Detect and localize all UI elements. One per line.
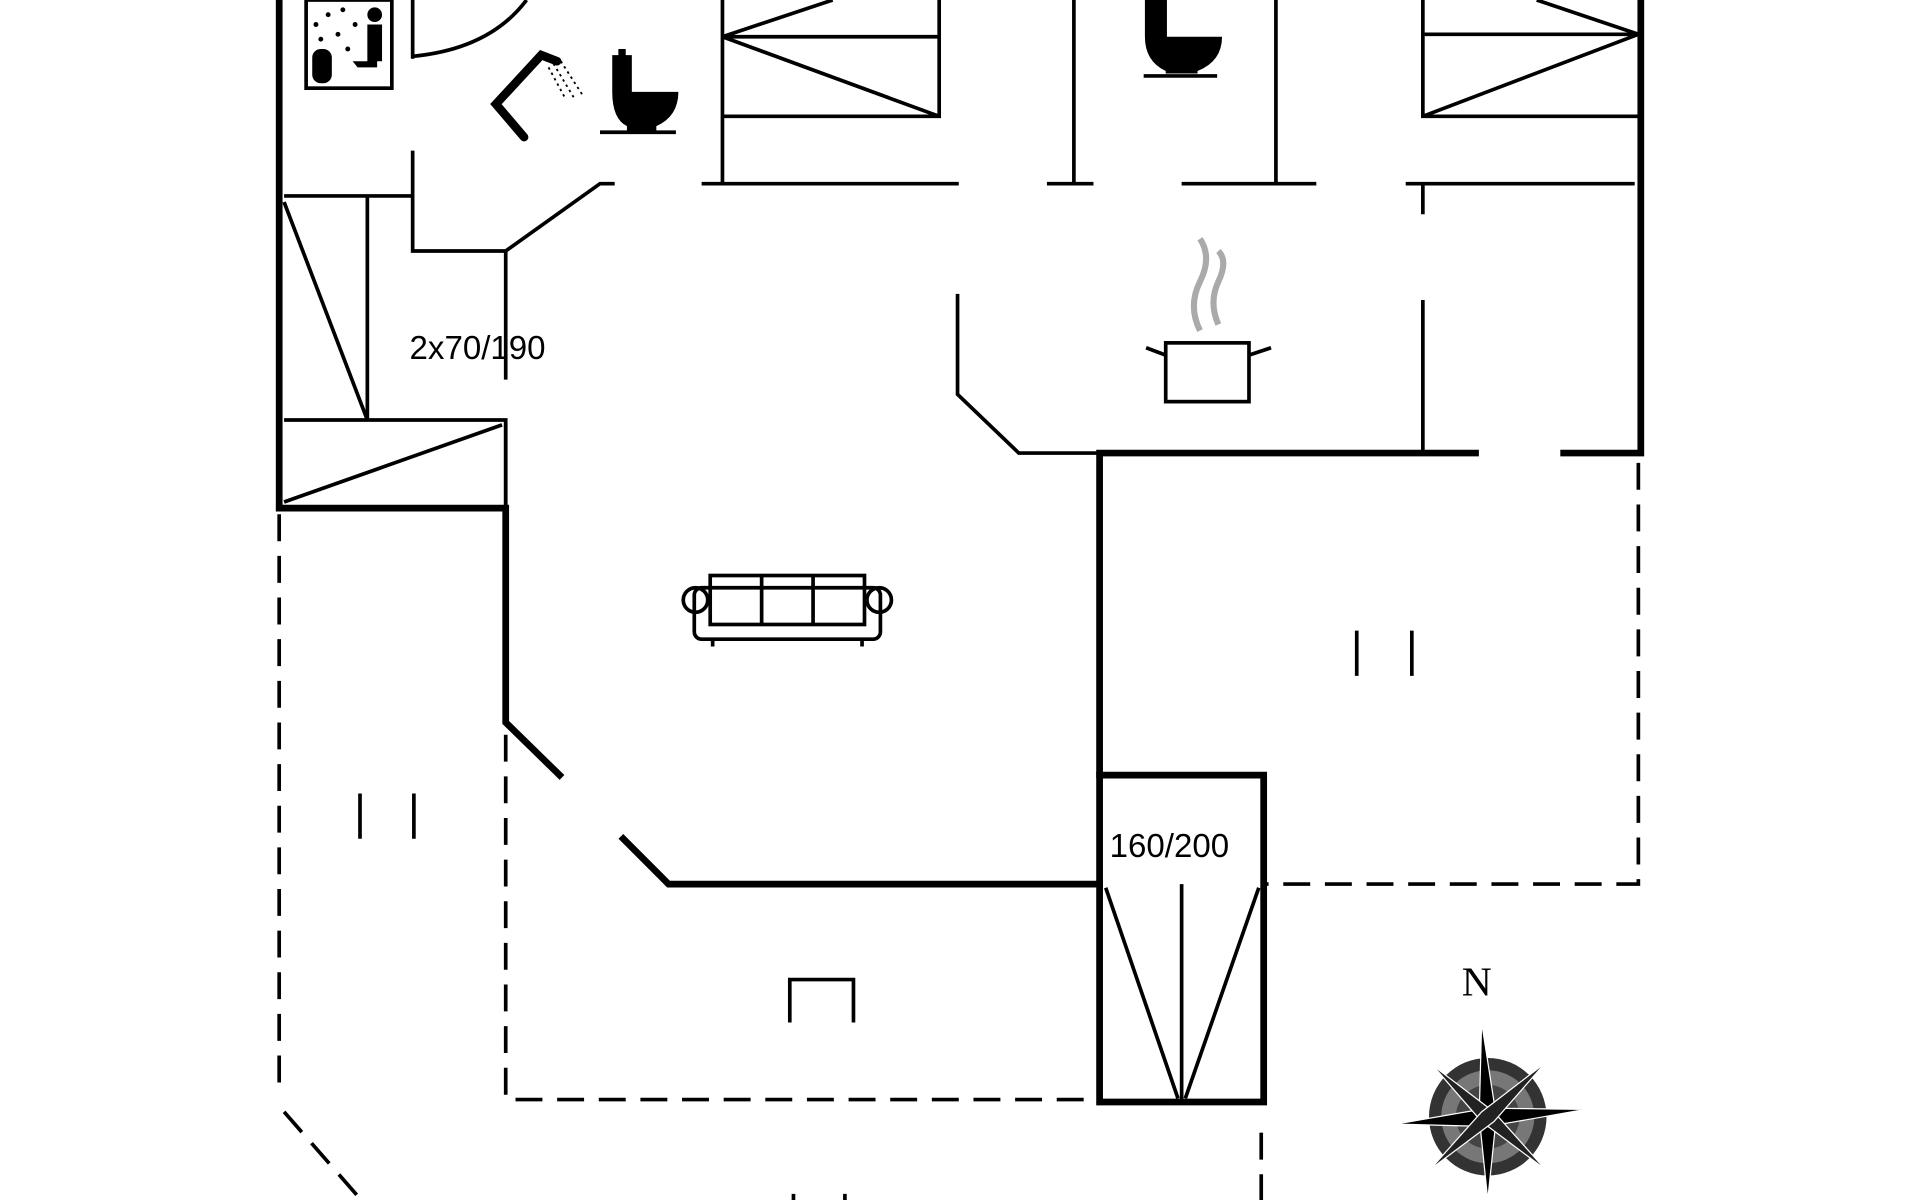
sofa-icon (681, 573, 894, 647)
shower-icon (490, 50, 584, 142)
toilet-icon (600, 48, 679, 135)
toilet-icon-2 (1143, 0, 1223, 78)
bed-size-label: 2x70/190 (410, 330, 546, 367)
compass-rose-icon: N (1395, 960, 1586, 1200)
thin-walls (282, 0, 1640, 1103)
cooking-pot-icon (1145, 237, 1272, 404)
compass-north-label: N (1462, 960, 1492, 1006)
terrace-outlines (277, 462, 1641, 1200)
bed-size-label-2: 160/200 (1110, 828, 1229, 865)
sauna-icon (304, 0, 394, 90)
thick-walls (275, 0, 1645, 1106)
